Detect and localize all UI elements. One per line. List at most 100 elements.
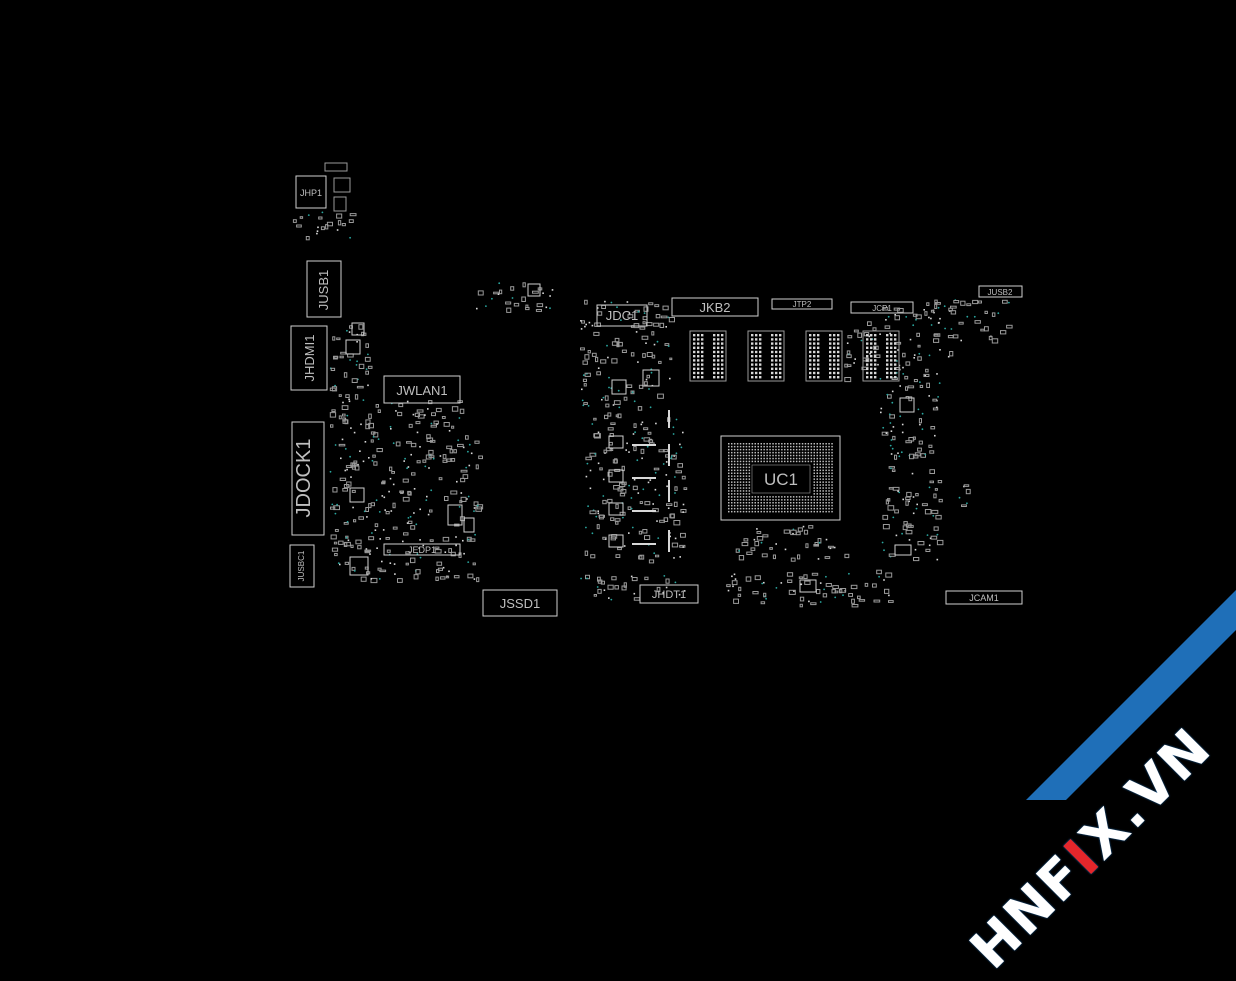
pad xyxy=(885,432,888,434)
connector-jhdmi1[interactable]: JHDMI1 xyxy=(290,325,328,391)
pad xyxy=(656,520,658,522)
smd-part xyxy=(799,596,805,602)
smd-part xyxy=(853,329,859,333)
connector-jcp1[interactable]: JCP1 xyxy=(850,301,914,314)
connector-jssd1[interactable]: JSSD1 xyxy=(482,589,558,617)
ball-pad xyxy=(874,342,877,345)
smd-part xyxy=(741,542,749,547)
pad xyxy=(412,413,415,416)
smd-part xyxy=(811,572,819,576)
smd-part xyxy=(346,481,352,487)
cpu-ball xyxy=(825,484,827,486)
ball-pad xyxy=(813,376,816,379)
cpu-ball xyxy=(787,448,789,451)
cpu-ball xyxy=(822,475,824,477)
ball-pad xyxy=(894,376,897,379)
pad xyxy=(645,342,647,344)
connector-jusb2[interactable]: JUSB2 xyxy=(978,285,1023,298)
smd-part xyxy=(733,598,739,604)
pad xyxy=(342,401,344,404)
pad xyxy=(394,573,396,575)
via xyxy=(658,494,661,497)
cpu-ball xyxy=(748,478,751,480)
cpu-ball xyxy=(728,466,730,469)
cpu-ball xyxy=(733,502,736,504)
cpu-ball xyxy=(816,472,818,474)
smd-part xyxy=(762,534,769,538)
via xyxy=(950,328,953,330)
connector-jdock1[interactable]: JDOCK1 xyxy=(291,421,325,536)
cpu-ball xyxy=(775,510,777,513)
connector-jwlan1[interactable]: JWLAN1 xyxy=(383,375,461,404)
cpu-ball xyxy=(766,445,768,448)
smd-part xyxy=(320,226,325,231)
smd-part xyxy=(677,463,684,468)
cpu-ball xyxy=(828,454,830,457)
cpu-ball xyxy=(784,448,786,451)
cpu-ball xyxy=(813,502,815,504)
cpu-ball xyxy=(748,457,751,460)
ball-pad xyxy=(829,371,832,375)
pad xyxy=(418,547,420,549)
pad xyxy=(427,513,430,516)
smd-part xyxy=(903,521,908,525)
pad xyxy=(428,467,430,469)
pad xyxy=(683,590,686,592)
pad xyxy=(403,460,405,462)
cpu-ball xyxy=(813,504,815,507)
cpu-ball xyxy=(751,510,754,513)
pad xyxy=(637,361,639,363)
cpu-ball xyxy=(816,443,818,445)
smd-part xyxy=(344,561,350,565)
ic-package xyxy=(447,504,463,526)
smd-part xyxy=(832,585,839,589)
cpu-ball xyxy=(798,457,801,460)
cpu-ball xyxy=(798,507,801,510)
ball-pad xyxy=(717,371,720,375)
cpu-ball xyxy=(728,460,730,463)
via xyxy=(415,523,418,526)
cpu-ball xyxy=(784,460,786,463)
connector-jtp2[interactable]: JTP2 xyxy=(771,298,833,310)
connector-jusb1[interactable]: JUSB1 xyxy=(306,260,342,318)
smd-part xyxy=(344,541,351,547)
connector-jdc1[interactable]: JDC1 xyxy=(596,304,648,327)
pad xyxy=(682,546,684,548)
smd-part xyxy=(658,360,662,364)
cpu-ball xyxy=(775,451,777,454)
ic-package xyxy=(608,502,624,516)
cpu-ball xyxy=(739,507,742,510)
ball-pad xyxy=(693,342,696,345)
memory-chip-array xyxy=(689,330,900,382)
ball-pad xyxy=(701,376,704,379)
ic-package xyxy=(608,534,624,548)
cpu-ball xyxy=(831,469,833,472)
via xyxy=(467,561,470,563)
pad xyxy=(476,307,478,310)
cpu-ball xyxy=(819,490,821,492)
connector-jedp1[interactable]: JEDP1 xyxy=(383,543,461,556)
via xyxy=(889,422,892,424)
connector-jhdt1[interactable]: JHDT1 xyxy=(639,584,699,604)
ball-pad xyxy=(809,371,812,375)
via xyxy=(498,282,501,285)
cpu-ball xyxy=(736,490,739,492)
connector-jkb2[interactable]: JKB2 xyxy=(671,297,759,317)
pad xyxy=(456,480,458,483)
connector-jusbc1[interactable]: JUSBC1 xyxy=(289,544,315,588)
cpu-uc1[interactable]: UC1 xyxy=(720,435,841,521)
connector-jhp1[interactable]: JHP1 xyxy=(295,162,351,212)
smd-part xyxy=(460,496,467,502)
cpu-ball xyxy=(736,472,739,474)
smd-part xyxy=(339,355,344,359)
smd-part xyxy=(637,406,643,411)
cpu-ball xyxy=(784,443,786,445)
ball-pad xyxy=(837,342,840,345)
cpu-ball xyxy=(795,510,798,513)
pad xyxy=(902,366,904,369)
pad xyxy=(364,441,367,443)
cpu-ball xyxy=(745,499,748,501)
smd-part xyxy=(330,424,334,428)
smd-part xyxy=(333,355,339,359)
connector-jcam1[interactable]: JCAM1 xyxy=(945,590,1023,605)
